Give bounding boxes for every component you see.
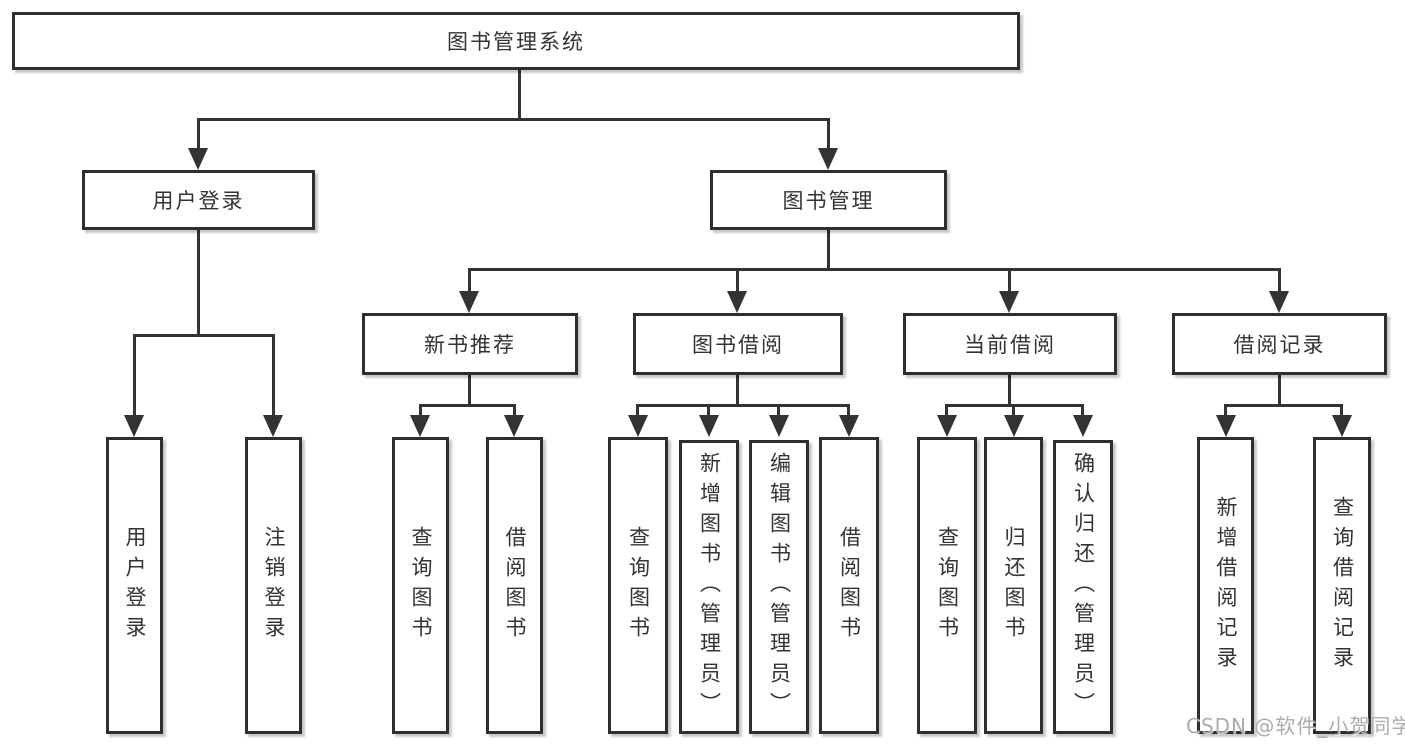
node-label: 图书管理 [782, 189, 875, 213]
connector-line [707, 404, 710, 417]
connector-line [827, 118, 830, 151]
node-label: 借阅记录 [1233, 333, 1326, 357]
leaf-query-books-1: 查询图书 [392, 437, 449, 734]
arrow-down-icon [459, 291, 479, 313]
node-label: 查询图书 [409, 525, 433, 646]
node-label: 用户登录 [123, 525, 147, 646]
connector-line [1224, 404, 1343, 407]
connector-line [133, 334, 275, 337]
connector-line [636, 404, 639, 417]
leaf-borrow-books-1: 借阅图书 [486, 437, 543, 734]
arrow-down-icon [1269, 291, 1289, 313]
arrow-down-icon [1216, 415, 1236, 437]
node-label: 借阅图书 [837, 525, 862, 646]
node-new-book-recommend: 新书推荐 [362, 313, 578, 375]
arrow-down-icon [1332, 415, 1352, 437]
node-label: 查询图书 [935, 525, 960, 646]
connector-line [636, 404, 850, 407]
leaf-return-books: 归还图书 [984, 437, 1043, 734]
arrow-down-icon [628, 415, 648, 437]
connector-line [777, 404, 780, 417]
node-label: 新增图书（管理员） [697, 452, 722, 722]
leaf-edit-books-admin: 编辑图书（管理员） [749, 440, 809, 734]
connector-line [1081, 404, 1084, 417]
connector-line [1008, 373, 1011, 406]
connector-line [1012, 404, 1015, 417]
node-user-login: 用户登录 [82, 170, 315, 230]
connector-line [518, 70, 521, 118]
leaf-query-books-2: 查询图书 [608, 437, 668, 734]
node-label: 用户登录 [152, 189, 245, 213]
node-book-management: 图书管理 [710, 170, 947, 230]
connector-line [827, 228, 830, 270]
leaf-query-borrow-record: 查询借阅记录 [1313, 437, 1371, 734]
node-current-borrowing: 当前借阅 [903, 313, 1117, 375]
connector-line [736, 373, 739, 406]
node-label: 新书推荐 [424, 333, 516, 357]
node-label: 当前借阅 [964, 333, 1056, 357]
connector-line [1278, 373, 1281, 406]
connector-line [419, 404, 516, 407]
connector-line [513, 404, 516, 417]
node-label: 查询图书 [626, 525, 651, 646]
arrow-down-icon [839, 415, 859, 437]
node-label: 新增借阅记录 [1214, 495, 1238, 676]
connector-line [197, 118, 830, 121]
arrow-down-icon [999, 291, 1019, 313]
arrow-down-icon [1004, 415, 1024, 437]
connector-line [197, 228, 200, 337]
connector-line [1008, 268, 1011, 293]
arrow-down-icon [188, 148, 208, 170]
leaf-borrow-books-2: 借阅图书 [819, 437, 879, 734]
leaf-add-borrow-record: 新增借阅记录 [1197, 437, 1254, 734]
node-label: 借阅图书 [503, 525, 527, 646]
node-label: 编辑图书（管理员） [767, 452, 792, 722]
node-label: 注销登录 [262, 525, 286, 646]
connector-line [736, 268, 739, 293]
node-label: 确认归还（管理员） [1071, 452, 1096, 722]
leaf-add-books-admin: 新增图书（管理员） [679, 440, 739, 734]
arrow-down-icon [769, 415, 789, 437]
connector-line [1278, 268, 1281, 293]
node-borrowing-records: 借阅记录 [1172, 313, 1387, 375]
connector-line [945, 404, 948, 417]
arrow-down-icon [699, 415, 719, 437]
node-label: 查询借阅记录 [1330, 495, 1355, 676]
connector-line [197, 118, 200, 151]
connector-line [272, 334, 275, 417]
leaf-confirm-return-admin: 确认归还（管理员） [1053, 440, 1113, 734]
connector-line [847, 404, 850, 417]
node-label: 图书管理系统 [447, 30, 585, 54]
arrow-down-icon [727, 291, 747, 313]
csdn-watermark: CSDN @软件_小贺同学 [1186, 714, 1405, 738]
arrow-down-icon [937, 415, 957, 437]
connector-line [468, 268, 1281, 271]
leaf-logout: 注销登录 [245, 437, 302, 734]
leaf-query-books-3: 查询图书 [917, 437, 977, 734]
connector-line [468, 373, 471, 406]
node-book-borrowing: 图书借阅 [633, 313, 843, 375]
arrow-down-icon [410, 415, 430, 437]
leaf-user-login: 用户登录 [106, 437, 163, 734]
arrow-down-icon [124, 415, 144, 437]
connector-line [1340, 404, 1343, 417]
node-label: 图书借阅 [692, 333, 784, 357]
node-label: 归还图书 [1002, 525, 1026, 646]
connector-line [1224, 404, 1227, 417]
connector-line [468, 268, 471, 293]
arrow-down-icon [263, 415, 283, 437]
node-library-system: 图书管理系统 [12, 12, 1020, 70]
connector-line [419, 404, 422, 417]
arrow-down-icon [1073, 415, 1093, 437]
connector-line [133, 334, 136, 417]
arrow-down-icon [818, 148, 838, 170]
arrow-down-icon [504, 415, 524, 437]
